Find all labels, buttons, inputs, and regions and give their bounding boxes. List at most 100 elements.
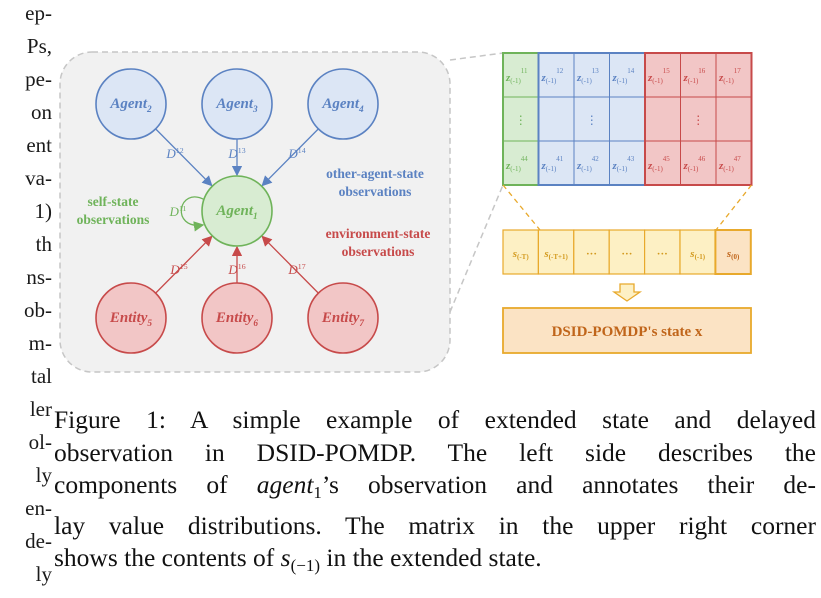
self-state-label: observations xyxy=(77,212,150,227)
left-column-line: ler xyxy=(29,397,52,421)
matrix-red-block xyxy=(644,52,753,186)
self-state-label: self-state xyxy=(88,194,139,209)
sequence-cell xyxy=(714,229,752,275)
matrix-dots: ⋮ xyxy=(692,113,704,127)
matrix-z-entry: z(-1)17 xyxy=(718,67,741,85)
state-label: DSID-POMDP's state x xyxy=(552,324,703,340)
matrix-dots: ⋮ xyxy=(586,113,598,127)
matrix-cell xyxy=(609,96,646,142)
left-column-line: en- xyxy=(25,496,52,520)
caption-line-2: observation in DSID-POMDP. The left side… xyxy=(54,437,816,467)
matrix-cell xyxy=(573,96,610,142)
agent-node xyxy=(201,68,273,140)
sequence-label: s(0) xyxy=(726,248,740,261)
agent-node-label: Agent4 xyxy=(321,96,364,115)
matrix-dots: ⋮ xyxy=(515,113,527,127)
sequence-cell xyxy=(537,229,575,275)
delay-label-top: D13 xyxy=(227,146,245,161)
left-column-line: 1) xyxy=(34,199,53,223)
sequence-cell xyxy=(643,229,681,275)
matrix-z-entry: z(-1)12 xyxy=(541,67,564,85)
center-agent-label: Agent1 xyxy=(215,203,257,222)
sequence-connector-right xyxy=(715,184,753,231)
sequence-cell xyxy=(502,229,540,275)
left-column-line: m- xyxy=(28,331,52,355)
matrix-z-entry: z(-1)44 xyxy=(505,155,528,173)
left-column-line: ent xyxy=(26,133,52,157)
matrix-cell xyxy=(573,140,610,186)
left-column-line: ly xyxy=(35,562,52,586)
matrix-z-entry: z(-1)41 xyxy=(541,155,564,173)
matrix-cell xyxy=(715,140,752,186)
delay-label-bottom: D17 xyxy=(287,262,305,277)
matrix-z-entry: z(-1)14 xyxy=(612,67,635,85)
other-agent-state-label: observations xyxy=(339,184,412,199)
edge-entity-to-center xyxy=(155,235,213,294)
left-column-line: th xyxy=(35,232,52,256)
edge-agent-to-center xyxy=(155,128,213,187)
entity-node-label: Entity6 xyxy=(215,310,259,329)
caption-line-5: shows the contents of s(−1) in the exten… xyxy=(54,543,542,575)
matrix-cell xyxy=(502,140,539,186)
left-column-line: ol- xyxy=(28,430,52,454)
left-column-line: de- xyxy=(25,529,52,553)
delay-label-bottom: D16 xyxy=(227,262,245,277)
other-agent-state-label: other-agent-state xyxy=(326,166,424,181)
left-column-text: ep- Ps, pe-on ent va- 1) th ns-ob-m-tal ler ol-ly… xyxy=(0,0,52,598)
sequence-label: ··· xyxy=(657,248,668,260)
delay-label-self: D11 xyxy=(169,204,187,219)
left-column-line: ns- xyxy=(26,265,52,289)
edge-agent-to-center xyxy=(261,128,319,187)
caption-line-1: Figure 1: A simple example of extended s… xyxy=(54,405,816,434)
entity-node xyxy=(201,282,273,354)
environment-state-label: observations xyxy=(342,244,415,259)
sequence-label: ··· xyxy=(586,248,597,260)
delay-label-top: D14 xyxy=(287,146,305,161)
down-arrow-icon xyxy=(611,283,643,302)
entity-node xyxy=(95,282,167,354)
delay-label-top: D12 xyxy=(165,146,183,161)
matrix-z-entry: z(-1)16 xyxy=(683,67,706,85)
matrix-z-entry: z(-1)46 xyxy=(683,155,706,173)
matrix-z-entry: z(-1)15 xyxy=(647,67,670,85)
matrix-z-entry: z(-1)43 xyxy=(612,155,635,173)
entity-node xyxy=(307,282,379,354)
matrix-cell xyxy=(644,96,681,142)
agent-node-label: Agent2 xyxy=(109,96,152,115)
left-column-line: va- xyxy=(25,166,52,190)
edge-entity-to-center xyxy=(261,235,319,294)
entity-node-label: Entity5 xyxy=(109,310,153,329)
agent-node-label: Agent3 xyxy=(215,96,258,115)
entity-node-label: Entity7 xyxy=(321,310,365,329)
left-column-line: on xyxy=(31,100,52,124)
left-column-line: ob- xyxy=(24,298,52,322)
sequence-cell xyxy=(679,229,717,275)
figure-caption: Figure 1: A simple example of extended s… xyxy=(54,404,816,583)
matrix-z-entry: z(-1)45 xyxy=(647,155,670,173)
matrix-cell xyxy=(538,140,575,186)
left-column-line: ep- xyxy=(25,1,52,25)
sequence-label: s(-T) xyxy=(512,248,530,261)
left-column-line: pe- xyxy=(25,67,52,91)
sequence-connector-left xyxy=(502,184,541,231)
sequence-label: s(-T+1) xyxy=(543,248,568,261)
delay-label-bottom: D15 xyxy=(169,262,187,277)
matrix-cell xyxy=(715,96,752,142)
zoom-connector-bottom xyxy=(449,184,504,313)
matrix-z-entry: z(-1)11 xyxy=(505,67,528,85)
left-column-line: tal xyxy=(31,364,52,388)
agent-node xyxy=(307,68,379,140)
sequence-label: ··· xyxy=(621,248,632,260)
environment-state-label: environment-state xyxy=(326,226,431,241)
matrix-cell xyxy=(538,96,575,142)
caption-line-3: components of agent1’s observation and a… xyxy=(54,470,816,502)
state-box xyxy=(502,307,752,354)
left-column-line: ly xyxy=(35,463,52,487)
left-column-line: Ps, xyxy=(26,34,52,58)
caption-line-4: lay value distributions. The matrix in t… xyxy=(54,510,816,540)
sequence-label: s(-1) xyxy=(689,248,705,261)
self-loop-edge xyxy=(180,196,206,232)
zoom-connector-top xyxy=(449,52,504,61)
agent-node xyxy=(95,68,167,140)
